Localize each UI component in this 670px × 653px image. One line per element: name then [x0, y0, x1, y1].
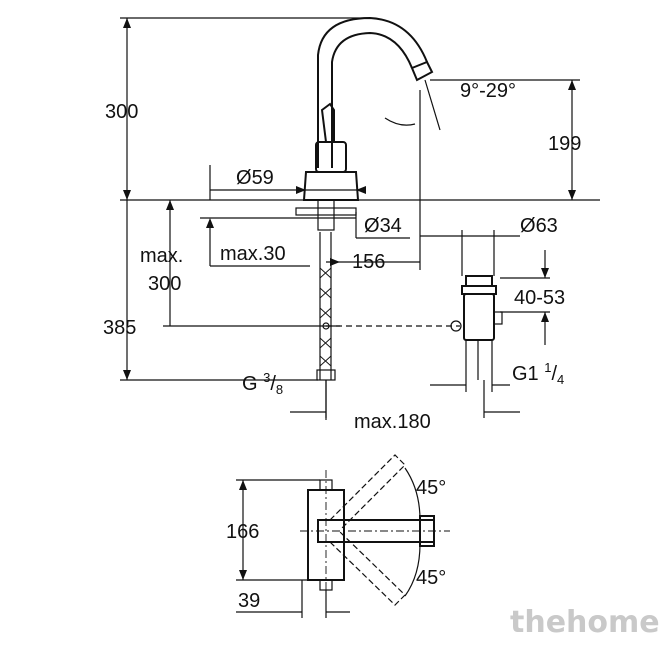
swivel-angle-label: 9°-29°: [460, 80, 516, 102]
top-offset-label: 39: [238, 590, 260, 612]
pipe-length-label-line1: max.: [140, 245, 183, 267]
hole-diameter-label: Ø34: [364, 215, 402, 237]
top-width-label: 166: [226, 521, 259, 543]
faucet-side-view: [295, 16, 434, 420]
waste-valve: [450, 275, 503, 380]
spout-height-label: 199: [548, 133, 581, 155]
height-total-label: 300: [105, 101, 138, 123]
total-length-label: 385: [103, 317, 136, 339]
waste-rod: [322, 322, 460, 330]
faucet-top-view: [300, 454, 450, 610]
top-angle-lower-label: 45°: [416, 567, 446, 589]
top-view-dimension-lines: [236, 479, 350, 618]
dimension-labels: 300 199 9°-29° Ø59 Ø34 max.30 156 max. 3…: [103, 80, 581, 612]
waste-thread-label: G1 1/4: [512, 360, 564, 387]
top-angle-upper-label: 45°: [416, 477, 446, 499]
waste-range-label: 40-53: [514, 287, 565, 309]
waste-diameter-label: Ø63: [520, 215, 558, 237]
pipe-length-label-line2: 300: [148, 273, 181, 295]
max-distance-label: max.180: [354, 411, 431, 433]
base-diameter-label: Ø59: [236, 167, 274, 189]
projection-label: 156: [352, 251, 385, 273]
dimension-lines: [120, 17, 600, 418]
watermark: thehome: [510, 605, 660, 640]
max-thickness-label: max.30: [220, 243, 286, 265]
thread-label: G 3/8: [242, 370, 283, 397]
